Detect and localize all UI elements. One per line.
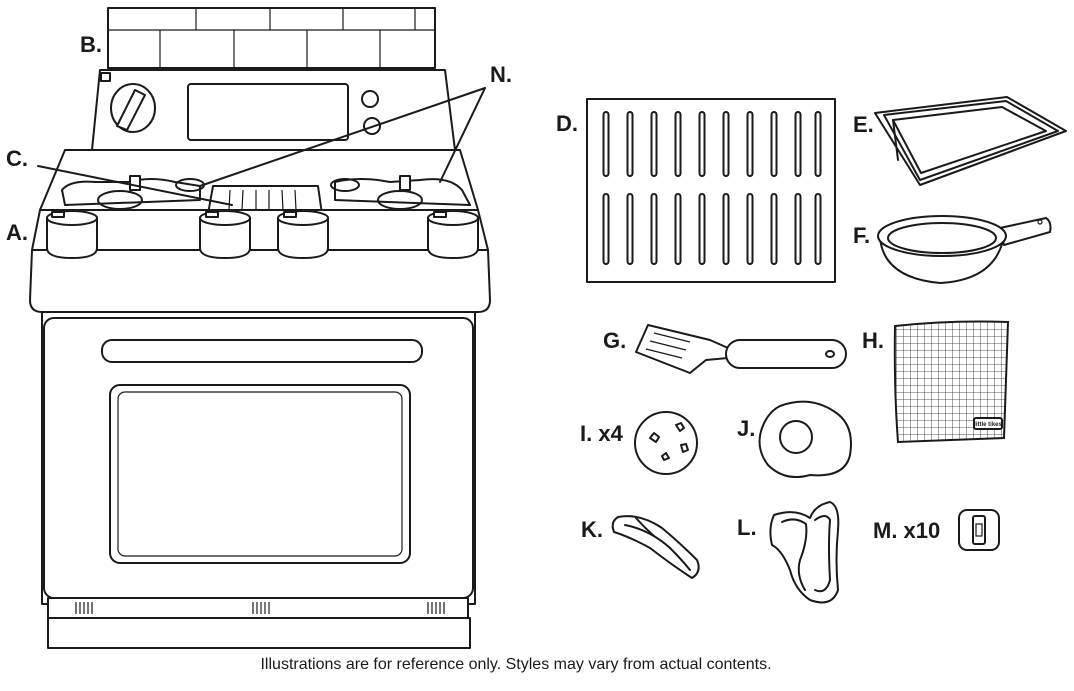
mitt-brand-label: little tikes bbox=[974, 422, 1002, 428]
bacon-strip bbox=[611, 515, 700, 579]
label-m: M. x10 bbox=[873, 518, 940, 543]
steak bbox=[769, 501, 840, 604]
oven-mitt: little tikes bbox=[893, 320, 1010, 444]
footnote: Illustrations are for reference only. St… bbox=[260, 656, 771, 673]
rack-slot bbox=[746, 193, 754, 265]
rack-slot bbox=[698, 111, 706, 177]
rack-slot bbox=[674, 193, 682, 265]
label-f: F. bbox=[853, 223, 870, 248]
rack-slot bbox=[722, 111, 730, 177]
oven-vents bbox=[47, 597, 469, 619]
fried-egg bbox=[758, 400, 852, 478]
rack-slot bbox=[626, 193, 634, 265]
control-knob bbox=[110, 83, 156, 133]
baking-tray bbox=[874, 96, 1067, 186]
rack-slot bbox=[674, 111, 682, 177]
part-labels: A. B. C. D. E. F. G. H. I. x4 J. K. L. M… bbox=[6, 32, 940, 543]
griddle-plate bbox=[207, 185, 323, 215]
stove-illustration bbox=[29, 7, 491, 649]
frying-pan bbox=[877, 215, 1052, 284]
label-b: B. bbox=[80, 32, 102, 57]
rack-slot bbox=[626, 111, 634, 177]
label-i: I. x4 bbox=[580, 421, 624, 446]
rack-slot bbox=[602, 111, 610, 177]
burner-knob bbox=[199, 210, 251, 259]
cooktop bbox=[39, 149, 479, 215]
label-a: A. bbox=[6, 220, 28, 245]
label-d: D. bbox=[556, 111, 578, 136]
label-l: L. bbox=[737, 515, 757, 540]
label-e: E. bbox=[853, 112, 874, 137]
control-panel bbox=[91, 69, 456, 151]
oven-rack bbox=[586, 98, 836, 283]
label-c: C. bbox=[6, 146, 28, 171]
rack-slot bbox=[770, 111, 778, 177]
cookie bbox=[634, 411, 698, 475]
rack-slot bbox=[814, 111, 822, 177]
rack-slot bbox=[794, 193, 802, 265]
rack-slot bbox=[794, 111, 802, 177]
burner-knob bbox=[46, 210, 98, 259]
label-g: G. bbox=[603, 328, 626, 353]
rack-slot bbox=[650, 193, 658, 265]
stove-base bbox=[47, 617, 471, 649]
rack-slot bbox=[814, 193, 822, 265]
rack-slot bbox=[746, 111, 754, 177]
label-n: N. bbox=[490, 62, 512, 87]
label-h: H. bbox=[862, 328, 884, 353]
label-k: K. bbox=[581, 517, 603, 542]
connector-clip bbox=[958, 509, 1000, 551]
spatula bbox=[635, 324, 847, 374]
rack-slot bbox=[698, 193, 706, 265]
burner-knob bbox=[427, 210, 479, 259]
burner-knobs bbox=[46, 210, 479, 259]
burner-knob bbox=[277, 210, 329, 259]
rack-slot bbox=[770, 193, 778, 265]
rack-slot bbox=[650, 111, 658, 177]
rack-slot bbox=[602, 193, 610, 265]
label-j: J. bbox=[737, 416, 755, 441]
leader-lines bbox=[37, 87, 486, 206]
oven-door bbox=[41, 311, 476, 605]
rack-slot bbox=[722, 193, 730, 265]
backsplash-tiles bbox=[107, 7, 436, 69]
